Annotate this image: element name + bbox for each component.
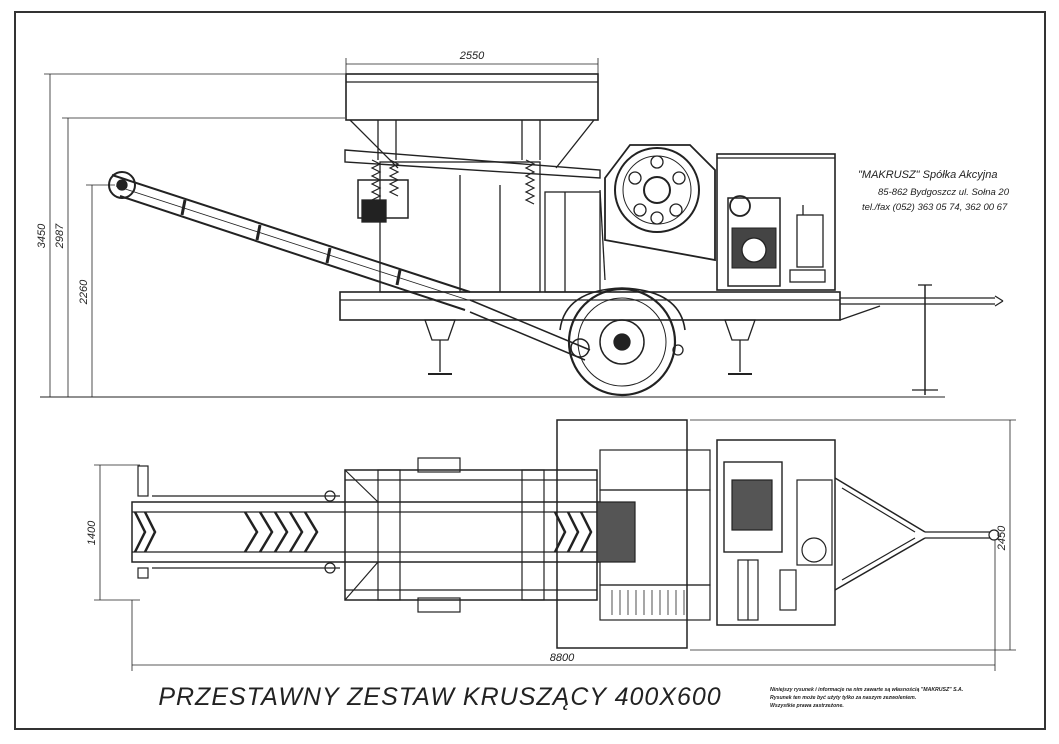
jaw-crusher-top [556, 419, 711, 649]
feed-hopper [345, 73, 599, 169]
side-height-dimensions [44, 73, 345, 397]
dim-height-conveyor: 2260 [78, 279, 90, 305]
towbar-top [834, 477, 1000, 591]
copyright-line-3: Wszystkie prawa zastrzeżone. [770, 703, 844, 709]
jaw-crusher [544, 144, 716, 293]
belt-conveyor-top [131, 465, 601, 579]
engine-housing [716, 153, 836, 291]
vibrating-feeder [344, 149, 601, 293]
chassis-frame [339, 291, 1004, 321]
dim-hopper-width: 2550 [459, 50, 485, 62]
company-name: "MAKRUSZ" Spółka Akcyjna [858, 169, 997, 181]
side-view [40, 58, 1004, 398]
top-dimensions [94, 419, 1016, 671]
engine-housing-top [716, 439, 836, 626]
hopper-width-dimension [345, 58, 599, 76]
wheel-side [559, 287, 686, 397]
company-address: 85-862 Bydgoszcz ul. Sołna 20 [878, 187, 1010, 198]
top-view [94, 419, 1016, 671]
dim-width-conveyor: 1400 [86, 520, 98, 545]
hopper-top [344, 457, 598, 613]
copyright-line-1: Niniejszy rysunek i informacje na nim za… [770, 687, 963, 693]
drawing-title: PRZESTAWNY ZESTAW KRUSZĄCY 400X600 [158, 683, 721, 711]
dim-height-total: 3450 [36, 223, 48, 248]
company-phone: tel./fax (052) 363 05 74, 362 00 67 [862, 202, 1008, 213]
sheet-border [14, 11, 1046, 730]
copyright-line-2: Rysunek ten może być użyty tylko za nasz… [770, 695, 916, 701]
dim-height-hopper: 2987 [54, 223, 66, 249]
dim-length-total: 8800 [550, 652, 575, 664]
belt-conveyor-side [108, 171, 591, 361]
dim-width-total: 2450 [996, 525, 1008, 551]
support-legs [424, 284, 938, 395]
